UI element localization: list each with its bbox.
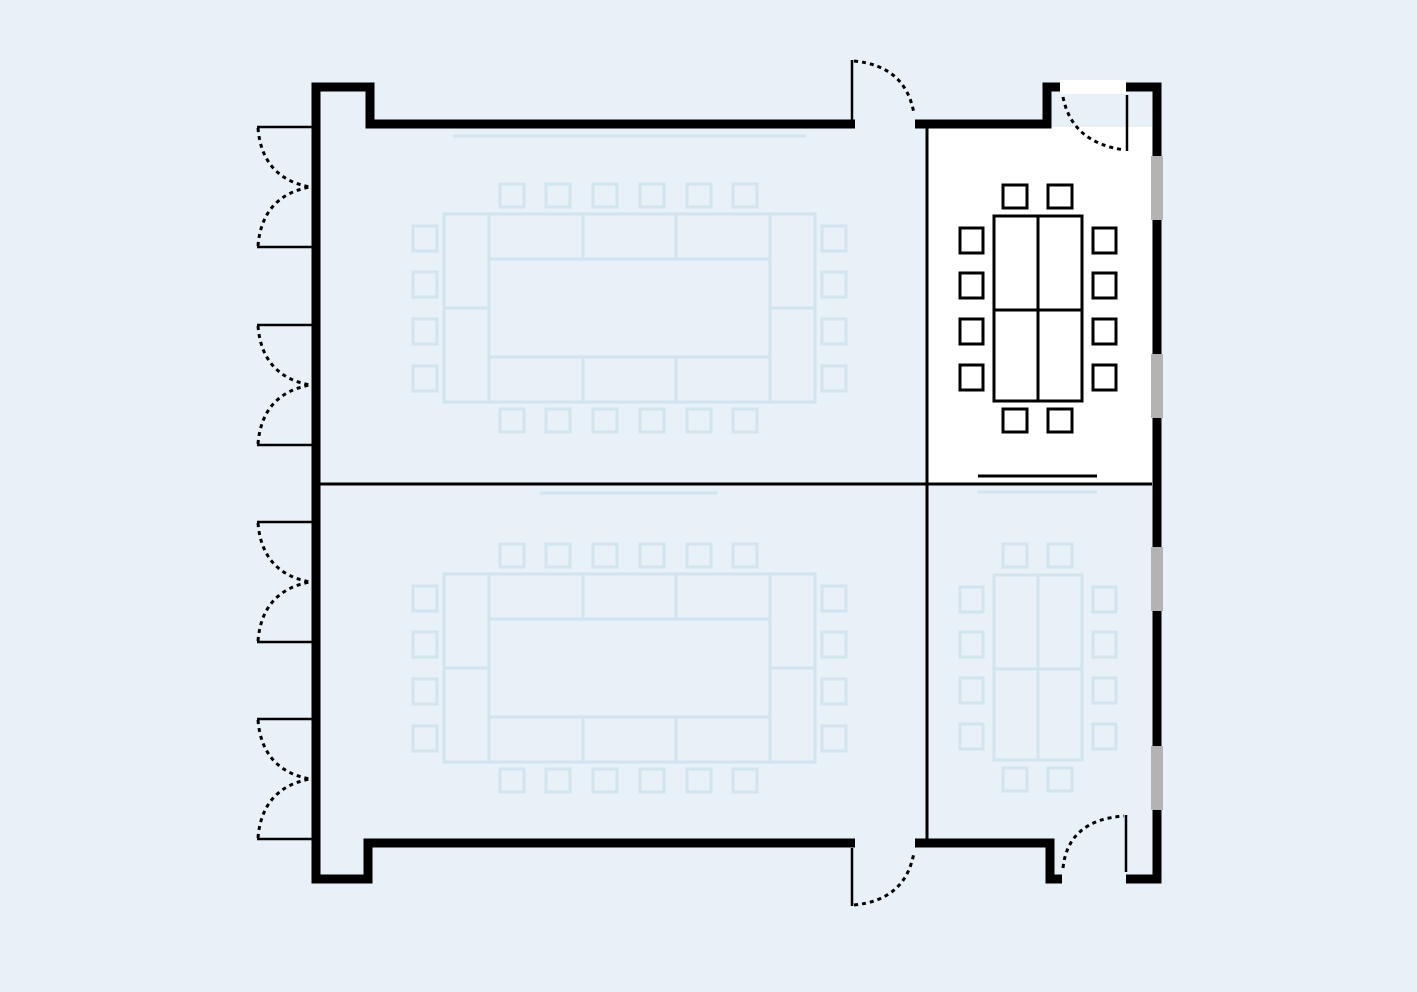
chair: [958, 630, 985, 659]
chair: [544, 407, 572, 434]
chair: [411, 584, 439, 613]
chair: [544, 182, 572, 209]
room-large-bottom[interactable]: [320, 486, 926, 839]
top-right-door[interactable]: [1061, 95, 1129, 152]
chair: [1046, 407, 1074, 434]
chair: [498, 542, 526, 569]
door-gap-bottom-right: [1062, 872, 1126, 886]
chair: [1091, 585, 1118, 614]
chair: [1001, 766, 1029, 793]
left-wall-doors[interactable]: [256, 125, 312, 841]
chair: [820, 364, 848, 393]
chair: [498, 407, 526, 434]
chair: [820, 677, 848, 706]
chair: [685, 767, 713, 794]
chair: [1091, 271, 1118, 300]
chair: [591, 542, 619, 569]
chair: [411, 724, 439, 753]
furniture-large-top: [411, 182, 848, 434]
door-gap-bottom: [855, 836, 915, 850]
chair: [958, 226, 985, 255]
chair: [638, 767, 666, 794]
chair: [411, 364, 439, 393]
chair: [820, 270, 848, 299]
chair: [731, 767, 759, 794]
room-large-top[interactable]: [320, 130, 926, 483]
chair: [411, 270, 439, 299]
chair: [685, 407, 713, 434]
chair: [958, 676, 985, 705]
bottom-wall-door[interactable]: [850, 848, 916, 907]
chair: [411, 630, 439, 659]
chair: [544, 542, 572, 569]
chair: [685, 542, 713, 569]
chair: [1091, 722, 1118, 751]
chair: [731, 407, 759, 434]
furniture-small-bottom: [958, 542, 1118, 793]
chair: [685, 182, 713, 209]
chair: [411, 224, 439, 253]
chair: [1091, 317, 1118, 346]
glass-windows: [1151, 156, 1163, 810]
chair: [958, 363, 985, 392]
chair: [820, 224, 848, 253]
chair: [1046, 183, 1074, 210]
chair: [1091, 676, 1118, 705]
chair: [820, 584, 848, 613]
chair: [820, 724, 848, 753]
chair: [820, 630, 848, 659]
chair: [1091, 630, 1118, 659]
chair: [638, 182, 666, 209]
chair: [411, 317, 439, 346]
chair: [1001, 183, 1029, 210]
chair: [638, 407, 666, 434]
chair: [498, 767, 526, 794]
door-gap-top-right: [1060, 80, 1126, 94]
chair: [1001, 542, 1029, 569]
chair: [1046, 766, 1074, 793]
door-gap-top: [855, 117, 915, 131]
furniture-small-top: [958, 183, 1118, 434]
room-small-bottom[interactable]: [928, 486, 1152, 839]
chair: [544, 767, 572, 794]
top-wall-door[interactable]: [850, 59, 916, 120]
chair: [731, 182, 759, 209]
chair: [1001, 407, 1029, 434]
chair: [958, 271, 985, 300]
chair: [1091, 363, 1118, 392]
chair: [731, 542, 759, 569]
chair: [958, 585, 985, 614]
chair: [591, 182, 619, 209]
chair: [638, 542, 666, 569]
chair: [958, 317, 985, 346]
chair: [411, 677, 439, 706]
chair: [591, 767, 619, 794]
chair: [820, 317, 848, 346]
outer-wall: [311, 82, 1162, 884]
chair: [958, 722, 985, 751]
furniture-large-bottom: [411, 542, 848, 794]
chair: [498, 182, 526, 209]
chair: [1046, 542, 1074, 569]
chair: [591, 407, 619, 434]
chair: [1091, 226, 1118, 255]
bottom-right-door[interactable]: [1061, 814, 1128, 872]
